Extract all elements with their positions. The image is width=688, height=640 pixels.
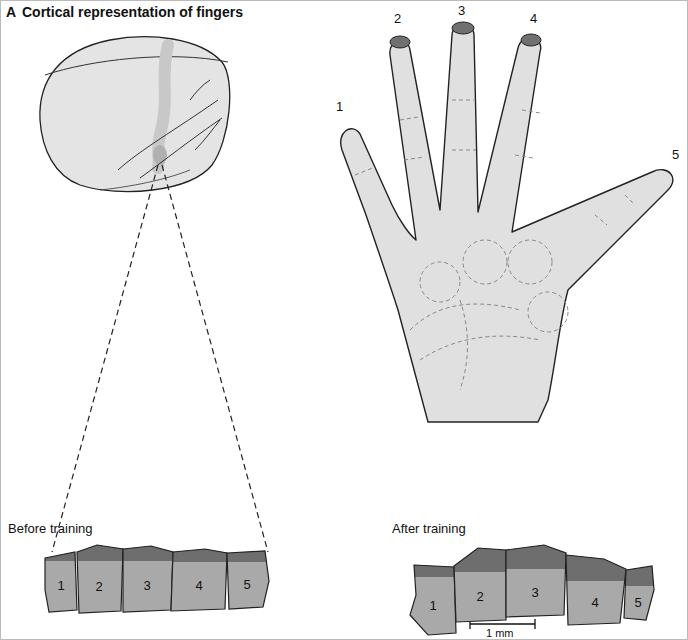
finger-number: 4 bbox=[591, 596, 598, 609]
cortical-region: 1 bbox=[410, 565, 456, 635]
finger-number: 1 bbox=[336, 100, 343, 114]
panel-letter: A bbox=[6, 5, 16, 20]
finger-number: 4 bbox=[195, 579, 202, 592]
finger-number: 1 bbox=[57, 579, 64, 592]
cortical-region: 3 bbox=[504, 545, 566, 617]
region-outline bbox=[622, 566, 654, 620]
map-caption: After training bbox=[392, 522, 466, 536]
cortical-region: 3 bbox=[121, 546, 173, 612]
cortical-region: 2 bbox=[454, 548, 506, 622]
region-outline bbox=[564, 555, 626, 625]
finger-number: 3 bbox=[458, 4, 465, 18]
finger-number: 2 bbox=[476, 590, 483, 603]
map-caption: Before training bbox=[8, 522, 93, 536]
finger-number: 5 bbox=[672, 148, 679, 162]
cortical-region: 4 bbox=[564, 555, 626, 625]
finger-number: 5 bbox=[243, 578, 250, 591]
finger-number: 3 bbox=[531, 586, 538, 599]
finger-number: 4 bbox=[530, 12, 537, 26]
finger-number: 2 bbox=[95, 580, 102, 593]
finger-number: 5 bbox=[634, 596, 641, 609]
cortical-region: 1 bbox=[45, 550, 77, 612]
region-outline bbox=[504, 545, 566, 617]
hand bbox=[341, 22, 673, 422]
cortical-region: 2 bbox=[75, 545, 123, 613]
finger-number: 2 bbox=[394, 12, 401, 26]
cortical-region: 5 bbox=[622, 566, 654, 620]
finger-number: 3 bbox=[143, 579, 150, 592]
panel-title: Cortical representation of fingers bbox=[22, 5, 243, 20]
zoom-lines bbox=[52, 165, 268, 552]
cortical-region: 4 bbox=[171, 549, 227, 611]
scale-label: 1 mm bbox=[486, 627, 514, 639]
cortical-region: 5 bbox=[225, 551, 269, 609]
finger-number: 1 bbox=[429, 599, 436, 612]
region-outline bbox=[454, 548, 506, 622]
brain bbox=[40, 37, 230, 192]
